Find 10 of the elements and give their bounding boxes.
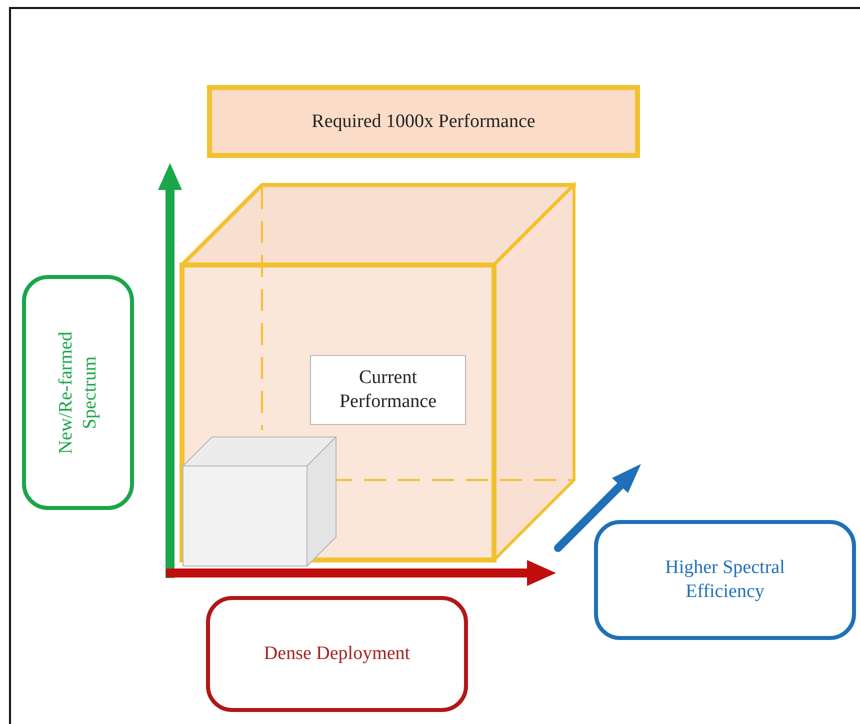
target-box — [207, 85, 640, 158]
box-label: Current Performance — [338, 366, 438, 414]
axis-label-box — [594, 520, 856, 640]
axis-label-box — [22, 275, 134, 510]
label-box — [310, 355, 466, 425]
box-label: Higher Spectral Efficiency — [664, 556, 786, 604]
box-label: Dense Deployment — [264, 642, 410, 666]
box-label: Required 1000x Performance — [312, 110, 536, 134]
axis-label-box — [206, 596, 468, 712]
box-label: New/Re-farmed Spectrum — [54, 330, 101, 456]
